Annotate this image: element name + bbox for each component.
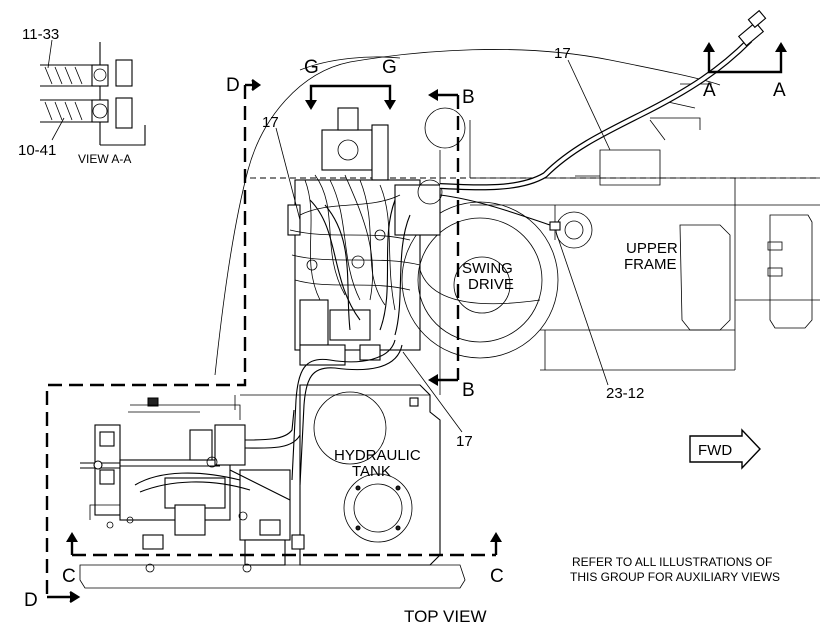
section-line-c: C C: [62, 532, 504, 587]
section-mark-b-bottom: B: [462, 380, 475, 401]
callout-23-12: 23-12: [606, 385, 644, 402]
main-hose-17: [291, 9, 767, 486]
lower-frame-outline: [79, 564, 466, 589]
section-line-a: A A: [703, 42, 787, 101]
pump-valve-group: [287, 107, 443, 366]
fwd-label: FWD: [698, 442, 732, 459]
callout-17-bottom: 17: [456, 433, 473, 450]
section-mark-c-left: C: [62, 566, 76, 587]
section-mark-a-left: A: [703, 80, 716, 101]
hydraulic-tank-label-1: HYDRAULIC: [334, 447, 421, 464]
section-line-b: B B: [428, 87, 475, 401]
swing-drive-label-2: DRIVE: [468, 276, 514, 293]
section-mark-g-right: G: [382, 57, 397, 78]
hydraulic-tank: HYDRAULIC TANK: [299, 384, 441, 566]
section-mark-d-top: D: [226, 75, 240, 96]
view-title: TOP VIEW: [404, 607, 487, 626]
section-mark-g-left: G: [304, 57, 319, 78]
callout-17-left: 17: [262, 114, 279, 131]
section-mark-c-right: C: [490, 566, 504, 587]
upper-frame-label-2: FRAME: [624, 256, 677, 273]
section-mark-b-top: B: [462, 87, 475, 108]
view-a-a-label: VIEW A-A: [78, 152, 131, 166]
callout-10-41: 10-41: [18, 142, 56, 159]
section-line-d: D D: [24, 75, 262, 611]
section-mark-d-bottom: D: [24, 590, 38, 611]
callout-leaders: 17 17 17 23-12: [262, 45, 644, 450]
note-line-2: THIS GROUP FOR AUXILIARY VIEWS: [570, 570, 780, 584]
upper-frame-label-1: UPPER: [626, 240, 678, 257]
view-a-a-detail: 11-33 10-41 VIEW A-A: [18, 26, 146, 166]
section-line-g: G G: [304, 57, 397, 110]
swing-drive: SWING DRIVE: [401, 107, 593, 359]
callout-11-33: 11-33: [22, 26, 59, 43]
section-mark-a-right: A: [773, 80, 786, 101]
fwd-arrow: FWD: [689, 428, 761, 470]
note-line-1: REFER TO ALL ILLUSTRATIONS OF: [572, 555, 772, 569]
lower-left-valve-group: [80, 397, 305, 573]
swing-drive-label-1: SWING: [462, 260, 513, 277]
callout-17-top: 17: [554, 45, 571, 62]
hydraulic-tank-label-2: TANK: [352, 463, 391, 480]
